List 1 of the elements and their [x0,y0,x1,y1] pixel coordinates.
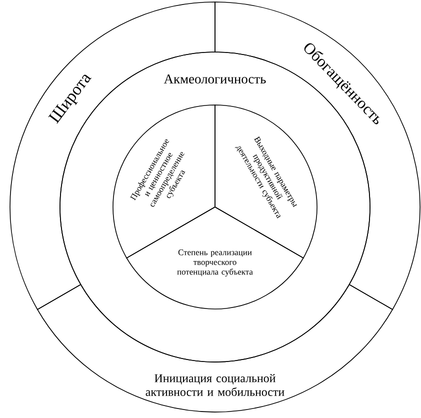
ring-segment: Инициация социальной активности и мобильности [37,284,393,412]
